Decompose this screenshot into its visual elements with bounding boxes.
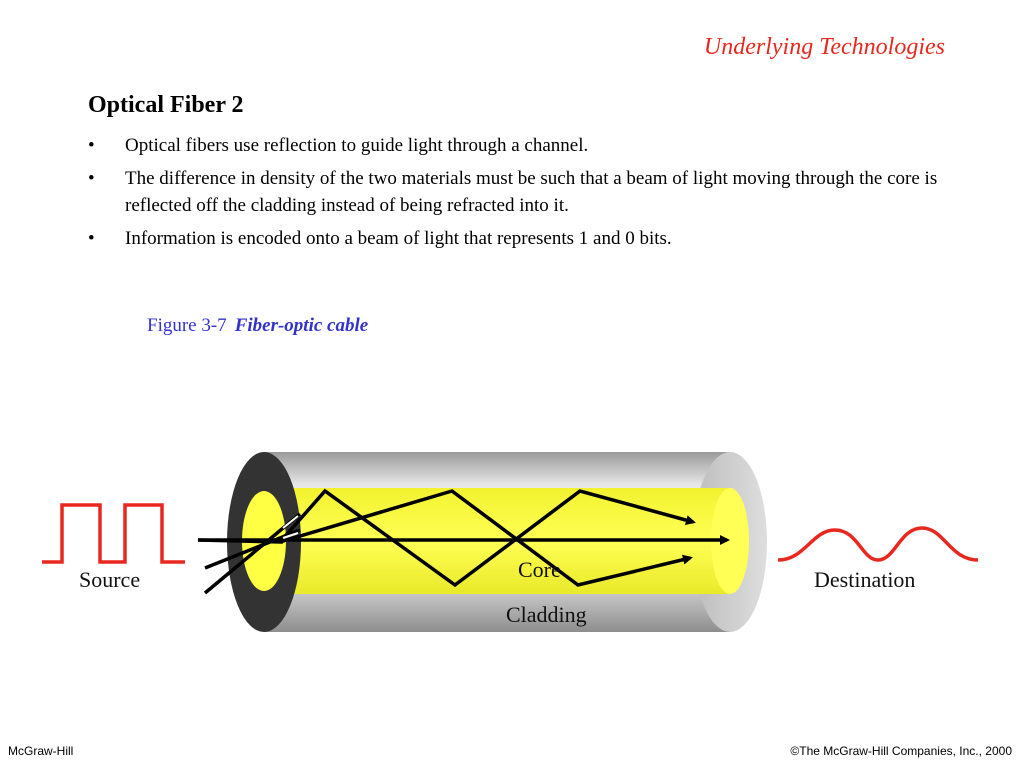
- destination-label: Destination: [814, 567, 915, 592]
- bullet-text: The difference in density of the two mat…: [125, 168, 938, 216]
- figure-number: Figure 3-7: [147, 315, 227, 336]
- footer-publisher: McGraw-Hill: [8, 744, 74, 758]
- figure-caption: Figure 3-7 Fiber-optic cable: [147, 315, 368, 337]
- slide-title: Optical Fiber 2: [88, 92, 244, 118]
- header-title: Underlying Technologies: [703, 34, 945, 60]
- ray-entry-3: [204, 528, 301, 570]
- source-label: Source: [79, 567, 140, 592]
- ray-zigzag-bottom: [279, 489, 693, 587]
- bullet-marker: •: [88, 135, 95, 156]
- cladding-label: Cladding: [506, 602, 587, 627]
- bullet-text: Optical fibers use reflection to guide l…: [125, 135, 589, 156]
- source-signal: [42, 503, 185, 564]
- figure-name: Fiber-optic cable: [234, 315, 369, 336]
- bullet-marker: •: [88, 228, 95, 249]
- bullet-marker: •: [88, 168, 95, 189]
- bullet-list: • Optical fibers use reflection to guide…: [88, 132, 948, 258]
- bullet-item: • The difference in density of the two m…: [88, 165, 948, 219]
- destination-signal: [777, 526, 979, 562]
- fiber-optic-diagram: Source Core Cladding Destination: [42, 452, 979, 632]
- bullet-item: • Information is encoded onto a beam of …: [88, 225, 948, 252]
- bullet-text: Information is encoded onto a beam of li…: [125, 228, 672, 249]
- bullet-item: • Optical fibers use reflection to guide…: [88, 132, 948, 159]
- core-label: Core: [518, 557, 561, 582]
- ray-highlights: [282, 515, 299, 539]
- footer-copyright: ©The McGraw-Hill Companies, Inc., 2000: [790, 744, 1012, 758]
- ray-zigzag-top: [278, 488, 696, 588]
- core-end: [711, 488, 749, 594]
